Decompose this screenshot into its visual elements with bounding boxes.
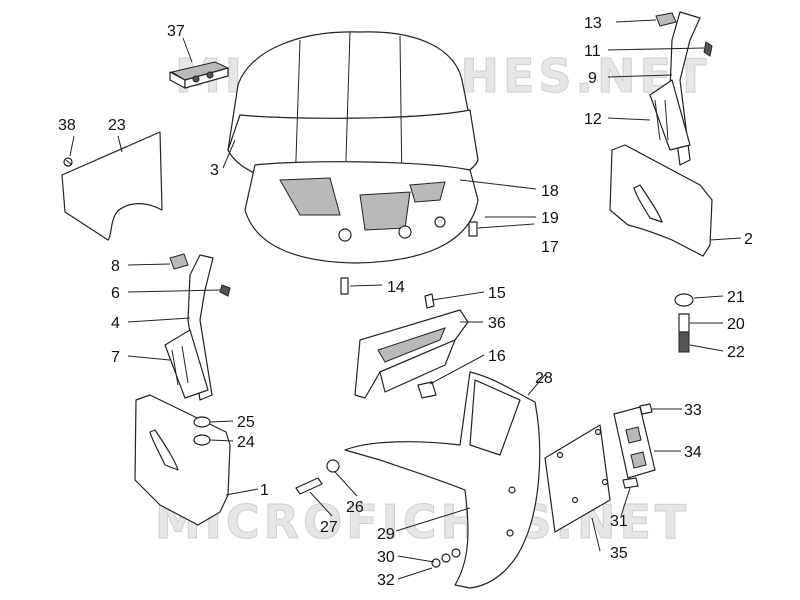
label-34: 34 [684, 444, 702, 461]
label-23: 23 [108, 117, 126, 134]
label-25: 25 [237, 414, 255, 431]
label-19: 19 [541, 210, 559, 227]
label-28: 28 [535, 370, 553, 387]
label-8: 8 [111, 258, 120, 275]
label-20: 20 [727, 316, 745, 333]
callout-labels: 37 38 23 3 18 19 17 14 15 36 16 28 13 11… [58, 15, 753, 589]
label-21: 21 [727, 289, 745, 306]
rear-fender-part [344, 371, 541, 589]
label-6: 6 [111, 285, 120, 302]
side-plate-part [61, 131, 163, 241]
label-3: 3 [210, 162, 219, 179]
label-13: 13 [584, 15, 602, 32]
label-4: 4 [111, 315, 120, 332]
label-1: 1 [260, 482, 269, 499]
label-35: 35 [610, 545, 628, 562]
glovebox-panel-part [354, 293, 469, 399]
label-32: 32 [377, 572, 395, 589]
stud-part [674, 293, 694, 353]
emblem-part [169, 61, 230, 89]
label-7: 7 [111, 349, 120, 366]
fasteners-part [295, 221, 653, 568]
label-14: 14 [387, 279, 405, 296]
label-30: 30 [377, 549, 395, 566]
label-31: 31 [610, 513, 628, 530]
label-36: 36 [488, 315, 506, 332]
label-12: 12 [584, 111, 602, 128]
label-27: 27 [320, 519, 338, 536]
label-16: 16 [488, 348, 506, 365]
label-37: 37 [167, 23, 185, 40]
label-29: 29 [377, 526, 395, 543]
left-bracket-part [134, 253, 231, 526]
label-17: 17 [541, 239, 559, 256]
label-2: 2 [744, 231, 753, 248]
leader-lines [69, 19, 742, 580]
label-24: 24 [237, 434, 255, 451]
label-11: 11 [584, 43, 601, 60]
label-38: 38 [58, 117, 76, 134]
label-15: 15 [488, 285, 506, 302]
right-bracket-part [609, 11, 713, 257]
label-26: 26 [346, 499, 364, 516]
lower-frame-part [244, 161, 479, 264]
label-18: 18 [541, 183, 559, 200]
label-9: 9 [588, 70, 597, 87]
label-33: 33 [684, 402, 702, 419]
plate-bracket-part [544, 406, 656, 533]
label-22: 22 [727, 344, 745, 361]
